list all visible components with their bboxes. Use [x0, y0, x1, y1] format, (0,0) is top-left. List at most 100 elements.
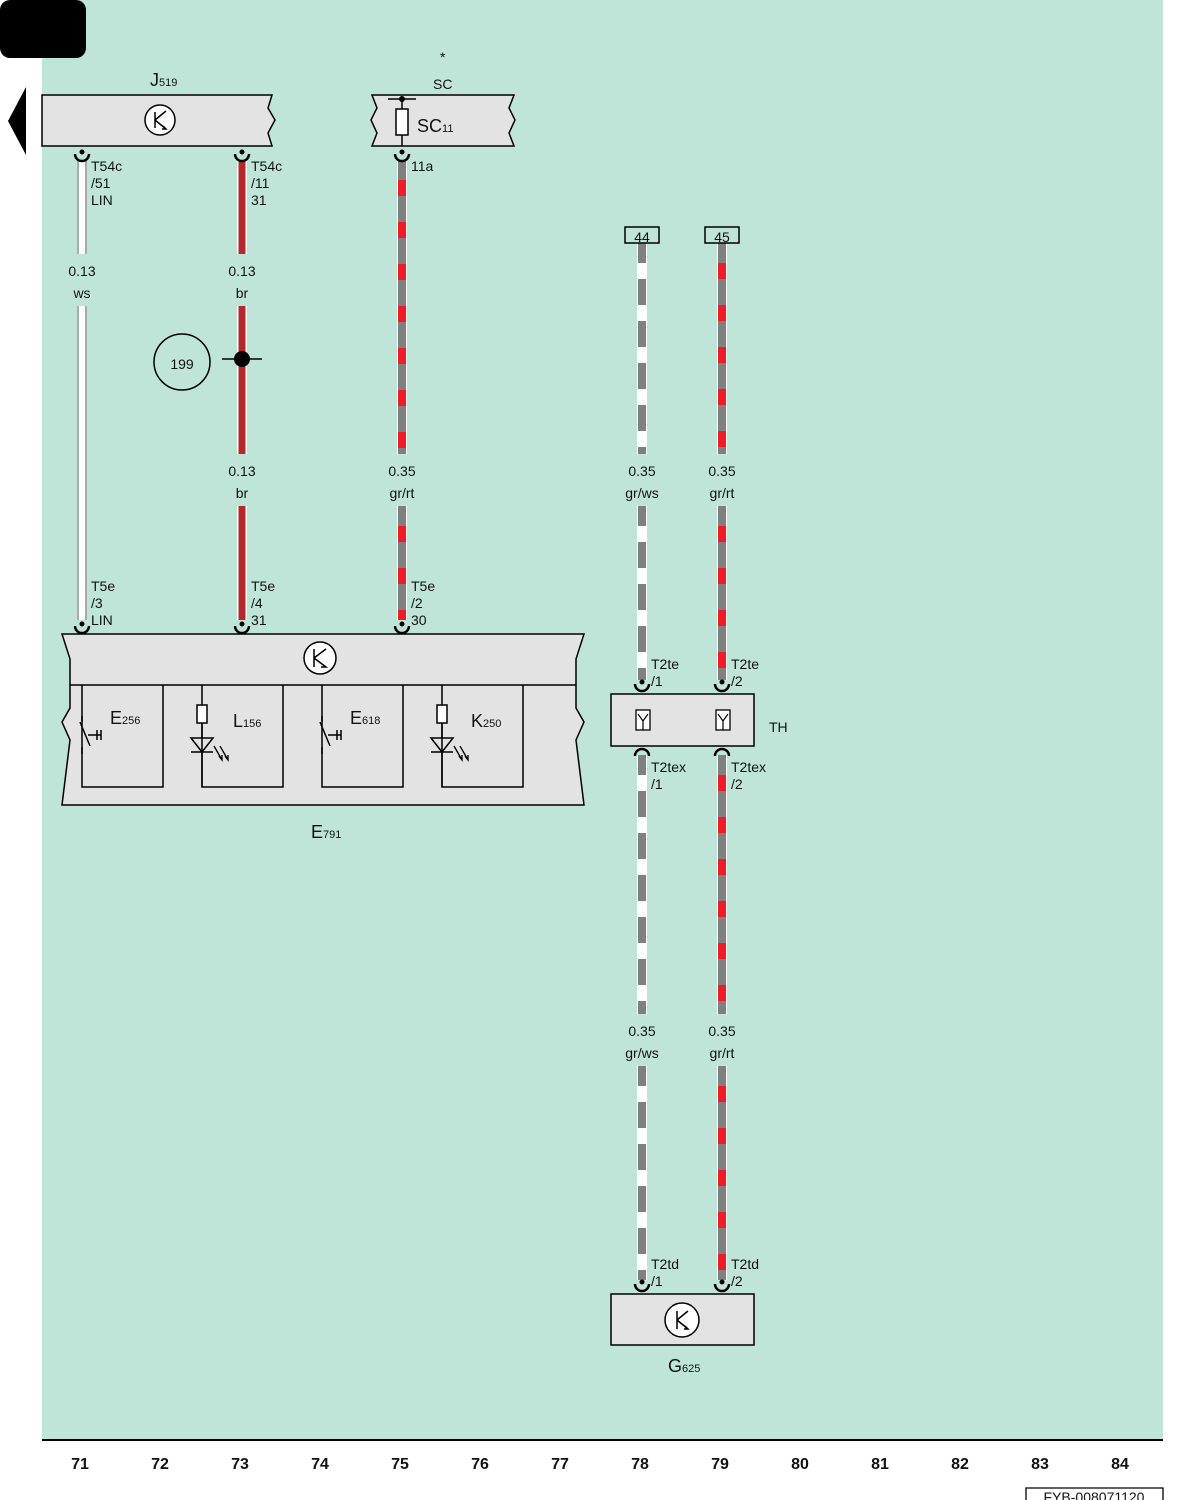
w78-stripe — [638, 431, 646, 447]
wire-color-label: ws — [72, 285, 90, 301]
w71-top-connector — [73, 153, 91, 163]
w79-stripe — [718, 985, 726, 1001]
column-number: 78 — [631, 1456, 649, 1473]
sc11-sub: 11 — [442, 123, 453, 135]
page-tab[interactable] — [0, 0, 86, 58]
w79-stripe — [718, 943, 726, 959]
pin-dot — [399, 621, 405, 627]
pin-label: T2te — [731, 656, 759, 672]
wire-size-label: 0.35 — [628, 463, 655, 479]
w79-t2tex-connector — [713, 747, 731, 757]
column-number: 84 — [1111, 1456, 1129, 1473]
w78-ref-label: 44 — [634, 229, 650, 245]
w79-stripe — [718, 1254, 726, 1270]
sc11-label: SC — [417, 116, 442, 136]
pin-label: /1 — [651, 1273, 663, 1289]
w78-stripe — [638, 943, 646, 959]
w78-t2tex-connector — [633, 747, 651, 757]
column-number: 74 — [311, 1456, 329, 1473]
w75-core — [398, 506, 406, 620]
wire-color-label: br — [236, 285, 249, 301]
e618-sub: 618 — [362, 715, 380, 727]
column-number: 81 — [871, 1456, 889, 1473]
wire-color-label: gr/rt — [710, 1045, 735, 1061]
w79-stripe — [718, 431, 726, 447]
e256-sub: 256 — [122, 715, 140, 727]
svg-text:SC11: SC11 — [417, 116, 453, 136]
w78-core — [638, 755, 646, 1014]
l156-label: L — [233, 711, 243, 731]
ground-point-199[interactable]: 199 — [153, 333, 262, 391]
svg-text:K250: K250 — [471, 711, 501, 731]
column-number: 72 — [151, 1456, 169, 1473]
module-e791[interactable]: E256 L156 E618 K250 E791 — [60, 633, 586, 842]
column-number: 77 — [551, 1456, 569, 1473]
pin-label: T2tex — [731, 759, 766, 775]
w75-stripe — [398, 390, 406, 406]
wire-size-label: 0.35 — [708, 463, 735, 479]
w79-t2te-connector — [713, 683, 731, 693]
sc-group-label: SC — [433, 76, 452, 92]
w78-stripe — [638, 859, 646, 875]
pin-dot — [79, 621, 85, 627]
wire-size-label: 0.13 — [228, 263, 255, 279]
j519-sub: 519 — [159, 77, 177, 89]
g625-label: G — [668, 1356, 682, 1376]
w78-stripe — [638, 610, 646, 626]
w79-stripe — [718, 859, 726, 875]
pin-label: LIN — [91, 612, 113, 628]
pin-dot — [239, 149, 245, 155]
e791-sub: 791 — [323, 829, 341, 841]
w78-stripe — [638, 263, 646, 279]
w75-stripe — [398, 526, 406, 542]
g625-sub: 625 — [682, 1363, 700, 1375]
w79-stripe — [718, 610, 726, 626]
w73-bottom-connector — [233, 625, 251, 635]
w78-stripe — [638, 1128, 646, 1144]
pin-label: /2 — [731, 1273, 743, 1289]
connector-th[interactable]: TH — [610, 693, 788, 747]
w78-stripe — [638, 1086, 646, 1102]
pin-label: T5e — [91, 578, 115, 594]
w75-stripe — [398, 306, 406, 322]
module-j519[interactable]: J519 — [41, 70, 276, 147]
w75-stripe — [398, 432, 406, 448]
pin-label: /4 — [251, 595, 263, 611]
pin-label: T2td — [731, 1256, 759, 1272]
column-number: 80 — [791, 1456, 809, 1473]
wire-size-label: 0.35 — [388, 463, 415, 479]
pin-label: 31 — [251, 192, 267, 208]
back-arrow-icon[interactable] — [8, 87, 26, 155]
j519-label: J — [150, 70, 159, 90]
pin-label: /2 — [411, 595, 423, 611]
e791-label: E — [311, 822, 323, 842]
w78-stripe — [638, 347, 646, 363]
svg-text:E791: E791 — [311, 822, 341, 842]
module-g625[interactable]: G625 — [610, 1293, 755, 1376]
w79-stripe — [718, 389, 726, 405]
w78-core — [638, 506, 646, 680]
footer-code-text: FYB-008071120 — [1044, 1489, 1145, 1500]
w73-core — [238, 160, 246, 254]
wire-size-label: 0.35 — [708, 1023, 735, 1039]
fuse-sc11[interactable]: * SC SC11 — [370, 49, 516, 147]
pin-label: 31 — [251, 612, 267, 628]
w79-stripe — [718, 347, 726, 363]
pin-label: T5e — [411, 578, 435, 594]
pin-label: /1 — [651, 776, 663, 792]
w78-stripe — [638, 568, 646, 584]
w78-stripe — [638, 1212, 646, 1228]
k250-label: K — [471, 711, 483, 731]
th-label: TH — [769, 719, 788, 735]
w75-stripe — [398, 264, 406, 280]
svg-text:G625: G625 — [668, 1356, 700, 1376]
w79-stripe — [718, 775, 726, 791]
pin-label: /11 — [251, 175, 270, 191]
w73-core — [238, 306, 246, 454]
w79-stripe — [718, 1170, 726, 1186]
column-number: 83 — [1031, 1456, 1049, 1473]
pin-label: 30 — [411, 612, 427, 628]
wire-color-label: gr/rt — [710, 485, 735, 501]
